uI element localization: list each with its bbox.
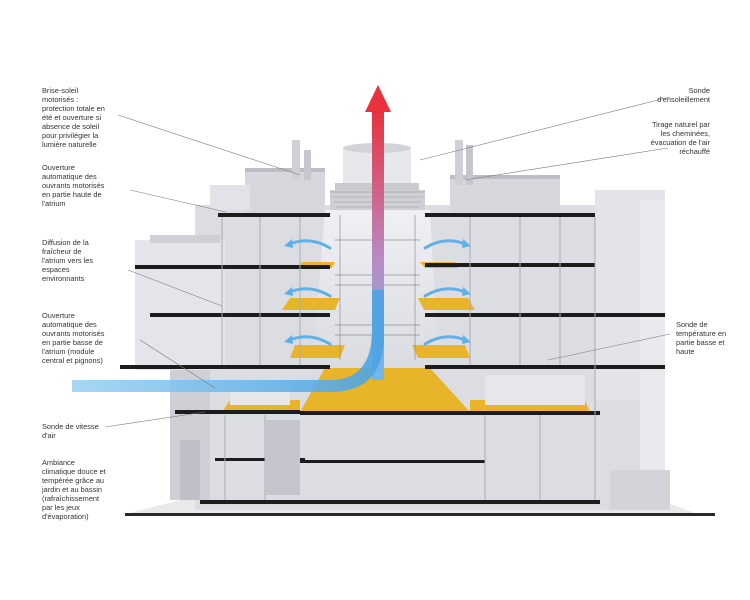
annotation-line: motorisés : [42, 95, 79, 104]
annotation-line: d'évaporation) [42, 512, 89, 521]
annotation-line: Sonde de vitesse [42, 422, 99, 431]
annotation-line: (rafraîchissement [42, 494, 100, 503]
annotation-line: Ouverture [42, 311, 75, 320]
annotation-line: jardin et au bassin [42, 485, 102, 494]
annotation-line: fraîcheur de [42, 247, 82, 256]
annotation-line: réchauffé [679, 147, 710, 156]
annotation-line: les cheminées, [660, 129, 710, 138]
annotation-line: Ambiance [42, 458, 75, 467]
annotation-line: température en [676, 329, 727, 338]
annotation-line: tempérée grâce au [42, 476, 105, 485]
annotation-line: l'atrium (module [42, 347, 95, 356]
annotation-line: Tirage naturel par [651, 120, 710, 129]
annotation-line: central et pignons) [42, 356, 103, 365]
annotation-line: l'atrium [42, 199, 66, 208]
annotation-line: protection totale en [42, 104, 105, 113]
annotation-line: Diffusion de la [42, 238, 89, 247]
annotation-line: Sonde [688, 86, 710, 95]
cold-air-arrow [72, 290, 384, 392]
annotation-line: Sonde de [676, 320, 708, 329]
annotation-line: d'ensoleillement [657, 95, 710, 104]
annotation-line: automatique des [42, 320, 97, 329]
annotation-line: Ouverture [42, 163, 75, 172]
annotation-line: évacuation de l'air [650, 138, 710, 147]
annotation-line: partie basse et [676, 338, 725, 347]
annotation-line: l'atrium vers les [42, 256, 94, 265]
annotation-line: en partie haute de [42, 190, 102, 199]
annotation-line: Brise-soleil [42, 86, 79, 95]
annotation-line: ouvrants motorisés [42, 329, 105, 338]
annotation-line: d'air [42, 431, 56, 440]
partitions [221, 217, 596, 500]
annotation-line: automatique des [42, 172, 97, 181]
annotation-line: climatique douce et [42, 467, 106, 476]
annotation-line: ouvrants motorisés [42, 181, 105, 190]
annotation-line: haute [676, 347, 695, 356]
diffusion-arrowheads [284, 239, 471, 344]
annotation-line: espaces [42, 265, 70, 274]
leader-lines [104, 96, 671, 428]
diffusion-arrows [288, 239, 467, 346]
annotation-line: environnants [42, 274, 85, 283]
annotation-line: en partie basse de [42, 338, 103, 347]
annotation-line: par les jeux [42, 503, 80, 512]
floor-slabs [120, 213, 665, 504]
annotation-line: lumière naturelle [42, 140, 97, 149]
annotation-line: été et ouverture si [42, 113, 102, 122]
annotation-line: pour privilégier la [42, 131, 99, 140]
annotation-line: absence de soleil [42, 122, 100, 131]
